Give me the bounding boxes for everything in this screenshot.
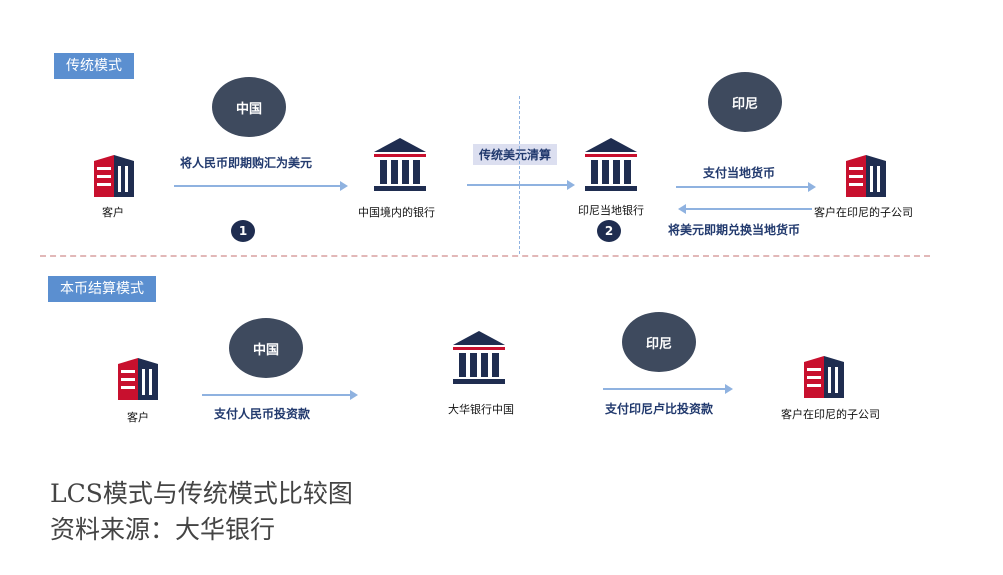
- subsidiary-building-icon: [840, 153, 890, 197]
- lcs-customer-building-icon: [112, 356, 162, 400]
- lcs-flow-pay-rmb-text: 支付人民币投资款: [214, 407, 311, 421]
- traditional-mode-tag: 传统模式: [54, 53, 134, 79]
- lcs-flow-arrow-bank-to-subsidiary: [603, 384, 733, 394]
- flow-usd-convert-text: 将美元即期兑换当地货币: [668, 223, 801, 237]
- region-indonesia-bubble: 印尼: [708, 72, 782, 132]
- region-china-bubble: 中国: [212, 77, 286, 137]
- indonesia-bank-icon: [583, 138, 639, 192]
- customer-building-icon: [88, 153, 138, 197]
- lcs-mode-tag: 本币结算模式: [48, 276, 156, 302]
- lcs-bank-icon: [451, 331, 507, 385]
- lcs-region-china-bubble: 中国: [229, 318, 303, 378]
- indonesia-bank-label: 印尼当地银行: [578, 204, 644, 217]
- china-bank-label: 中国境内的银行: [358, 206, 435, 219]
- step-2-badge: 2: [597, 220, 621, 242]
- lcs-customer-label: 客户: [127, 411, 149, 424]
- lcs-flow-arrow-customer-to-bank: [202, 390, 358, 400]
- lcs-subsidiary-label: 客户在印尼的子公司: [781, 408, 880, 421]
- lcs-bank-label: 大华银行中国: [448, 403, 514, 416]
- flow-pay-local-text: 支付当地货币: [703, 166, 776, 180]
- customer-label: 客户: [102, 206, 124, 219]
- usd-clearing-label: 传统美元清算: [473, 144, 558, 165]
- lcs-flow-pay-idr-text: 支付印尼卢比投资款: [605, 402, 714, 416]
- flow-arrow-china-bank-to-indonesia-bank: [467, 180, 575, 190]
- section-divider: [40, 255, 930, 257]
- china-bank-icon: [372, 138, 428, 192]
- lcs-region-indonesia-bubble: 印尼: [622, 312, 696, 372]
- flow-arrow-customer-to-china-bank: [174, 181, 348, 191]
- flow-fx-forward-text: 将人民币即期购汇为美元: [180, 156, 313, 170]
- flow-arrow-subsidiary-to-bank: [678, 204, 812, 214]
- lcs-subsidiary-building-icon: [798, 354, 848, 398]
- flow-arrow-bank-to-subsidiary: [676, 182, 816, 192]
- figure-caption-title: LCS模式与传统模式比较图: [50, 479, 353, 508]
- china-indonesia-divider: [519, 96, 520, 254]
- subsidiary-label: 客户在印尼的子公司: [814, 206, 913, 219]
- figure-caption-source: 资料来源：大华银行: [50, 515, 276, 544]
- step-1-badge: 1: [231, 220, 255, 242]
